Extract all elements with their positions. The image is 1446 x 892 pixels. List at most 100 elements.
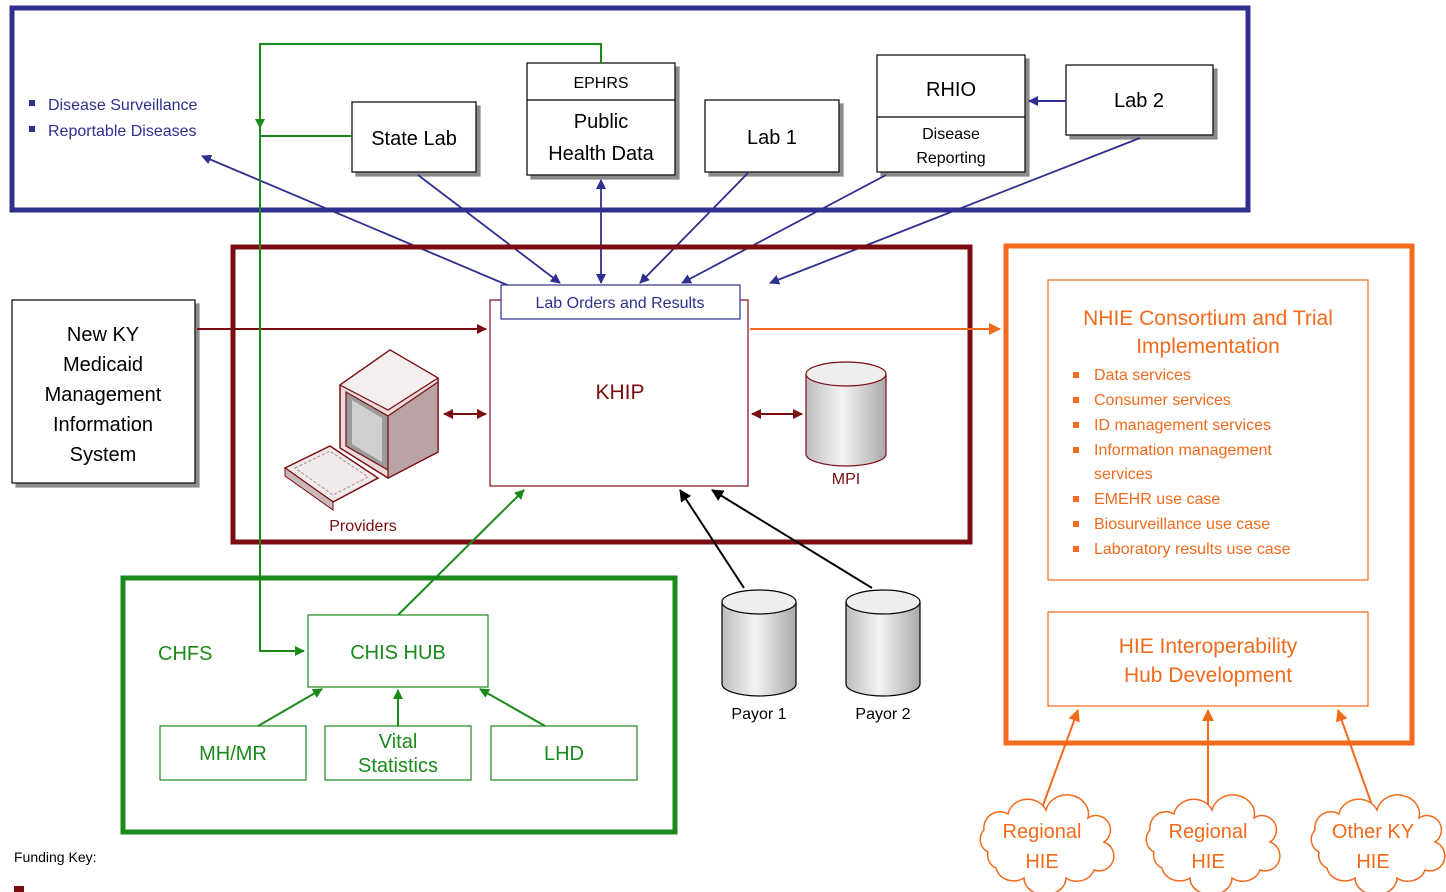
lab2-box [1065,64,1214,136]
arrow-hub-khip [397,489,525,616]
nhie-bullet-marker [1073,447,1079,453]
nhie-service-item: services [1094,466,1153,483]
arrow-to-bullets [201,154,513,288]
mpi-database-icon [805,361,887,467]
nhie-bullet-marker [1073,546,1079,552]
cloud-label: Other KY [1332,821,1414,843]
lhd-label: LHD [544,743,584,765]
arrow-rhio-to-laborders [681,174,887,284]
lab1-box [704,99,840,173]
cloud-label: HIE [1356,851,1389,873]
hie-hub-line1: HIE Interoperability [1119,635,1298,658]
state-lab-label: State Lab [371,128,457,150]
payor2-label: Payor 2 [855,706,910,723]
arrow-phd-to-statelab-feed [255,43,602,129]
vital-statistics-box [324,725,472,781]
medicaid-box [11,299,196,484]
public-health-region [9,5,1251,213]
chis-hub-box [307,614,489,688]
public-health-data-label-line2: Health Data [548,143,654,165]
bullet-reportable-diseases: Reportable Diseases [48,123,197,140]
cloud-label: Regional [1003,821,1082,843]
public-health-data-label-line1: Public [574,111,628,133]
hie-hub-line2: Hub Development [1124,664,1292,687]
lhd-box [490,725,638,781]
lab1-label: Lab 1 [747,127,797,149]
bullet-marker [29,100,35,106]
hie-hub-box [1047,611,1369,707]
arrow-feed-to-chis-hub [259,128,305,656]
payor2-database-icon [845,589,921,697]
nhie-service-item: ID management services [1094,417,1271,434]
arrow-lhd-hub [479,688,546,727]
payor-arrows [679,489,873,589]
lab-order-arrows [201,137,1141,288]
vital-statistics-line2: Statistics [358,755,438,777]
payor1-label: Payor 1 [731,706,786,723]
vital-statistics-line1: Vital [379,731,418,753]
nhie-service-item: Consumer services [1094,392,1231,409]
khip-region [230,244,973,545]
arrow-payor2-khip [711,489,873,589]
payor1-database-icon [721,589,797,697]
cloud-shape [1310,794,1446,892]
khip-box [489,299,749,487]
nhie-bullet-marker [1073,372,1079,378]
nhie-bullet-marker [1073,521,1079,527]
mhmr-box [159,725,307,781]
khip-label: KHIP [595,381,644,404]
lab-orders-results-label: Lab Orders and Results [536,295,705,312]
nhie-service-item: EMEHR use case [1094,491,1220,508]
cloud-label: HIE [1025,851,1058,873]
cloud-shape [1145,794,1281,892]
mpi-label: MPI [832,471,860,488]
funding-key-swatch [14,886,24,892]
disease-reporting-line2: Reporting [916,150,985,167]
cloud-label: HIE [1191,851,1224,873]
mhmr-label: MH/MR [199,743,267,765]
lab2-label: Lab 2 [1114,90,1164,112]
nhie-bullet-marker [1073,422,1079,428]
nhie-bullet-marker [1073,496,1079,502]
rhio-box [876,54,1026,173]
chis-hub-label: CHIS HUB [350,642,446,664]
arrow-lab2-to-laborders [769,137,1141,285]
chfs-region [120,575,678,835]
state-lab-box [351,101,477,173]
arrow-cloud-to-hub [1336,709,1374,809]
nhie-service-item: Data services [1094,367,1191,384]
provider-computer-icon [283,349,440,511]
arrow-cloud-to-hub [1041,709,1080,809]
providers-label: Providers [329,518,397,535]
medicaid-line2: Medicaid [63,354,143,376]
nhie-service-item: Laboratory results use case [1094,541,1291,558]
cloud-shape [979,794,1115,892]
nhie-service-item: Biosurveillance use case [1094,516,1270,533]
public-health-data-box [526,62,676,176]
nhie-consortium-box [1047,279,1369,581]
lab-orders-results-box [500,284,741,320]
chfs-arrows [255,43,602,727]
nhie-service-item: Information management [1094,442,1272,459]
medicaid-line4: Information [53,414,153,436]
arrow-mhmr-hub [257,688,323,727]
rhio-label: RHIO [926,79,976,101]
arrow-statelab-to-laborders [417,174,561,284]
arrow-lab1-to-laborders [639,172,749,284]
medicaid-line3: Management [45,384,162,406]
nhie-title-line2: Implementation [1136,335,1280,358]
nhie-title-line1: NHIE Consortium and Trial [1083,307,1333,330]
bullet-disease-surveillance: Disease Surveillance [48,97,198,114]
disease-reporting-line1: Disease [922,126,980,143]
medicaid-line5: System [70,444,137,466]
funding-key-label: Funding Key: [14,849,97,865]
medicaid-line1: New KY [67,324,139,346]
ephrs-label: EPHRS [573,75,628,92]
chfs-label: CHFS [158,643,212,665]
arrow-payor1-khip [679,489,745,589]
bullet-marker [29,126,35,132]
cloud-label: Regional [1169,821,1248,843]
